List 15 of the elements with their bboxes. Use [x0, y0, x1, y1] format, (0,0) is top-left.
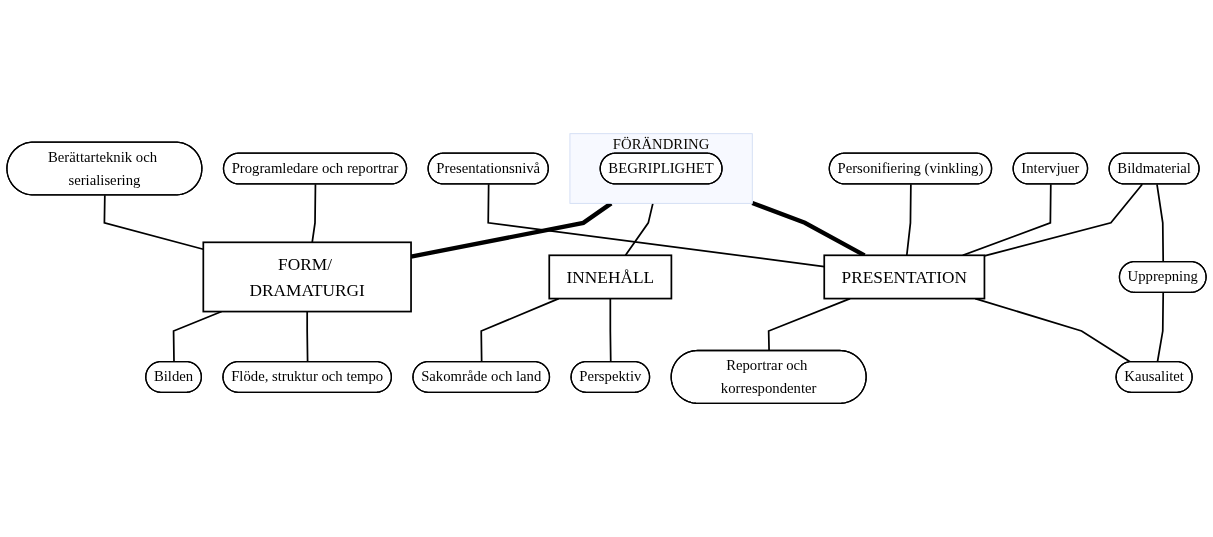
- connector: [480, 297, 560, 363]
- connector: [624, 202, 654, 257]
- connector: [306, 310, 309, 363]
- connector: [1156, 183, 1165, 263]
- connector: [767, 297, 851, 352]
- connector: [905, 183, 912, 257]
- node-box: PRESENTATION: [823, 254, 986, 300]
- connector: [974, 297, 1132, 363]
- connector: [609, 297, 612, 363]
- connector: [1156, 291, 1165, 363]
- node-box: INNEHÅLL: [548, 254, 673, 300]
- connector: [311, 183, 317, 244]
- node-box: FORM/ DRAMATURGI: [202, 241, 412, 313]
- connector: [172, 310, 223, 363]
- connector: [983, 183, 1144, 257]
